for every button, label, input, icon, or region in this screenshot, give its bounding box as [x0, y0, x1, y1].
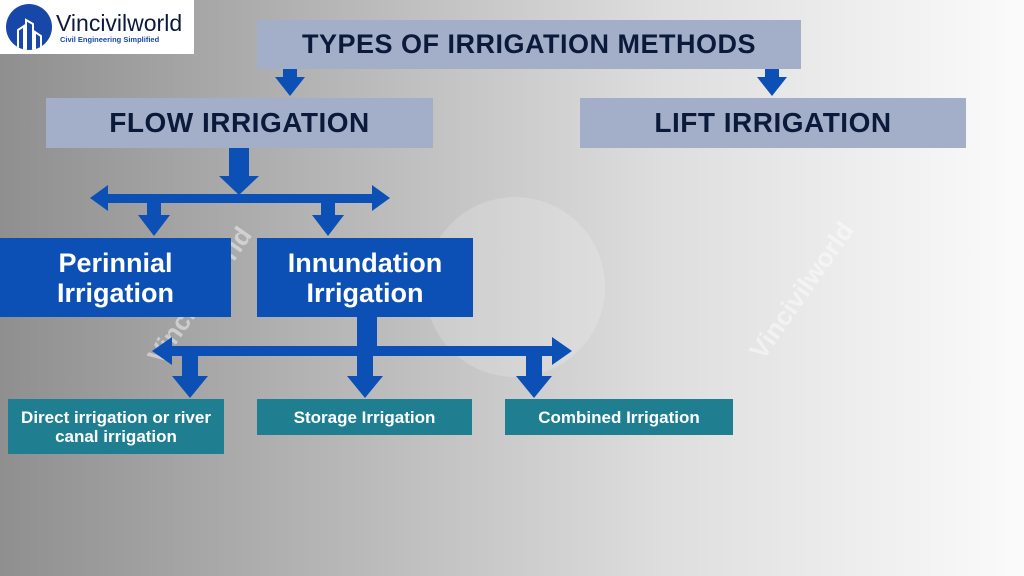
lift-irrigation-node: LIFT IRRIGATION: [580, 98, 966, 148]
arrow-shaft: [765, 69, 779, 79]
arrow-head: [372, 185, 390, 211]
perinnial-irrigation-label: Perinnial Irrigation: [56, 247, 174, 308]
arrow-shaft: [526, 356, 542, 378]
logo-tagline: Civil Engineering Simplified: [60, 34, 160, 44]
arrow-head: [516, 376, 552, 398]
perinnial-irrigation-node: Perinnial Irrigation: [0, 238, 231, 317]
arrow-shaft: [283, 69, 297, 79]
direct-irrigation-node: Direct irrigation or river canal irrigat…: [8, 399, 224, 454]
arrow-shaft: [357, 316, 377, 352]
arrow-head: [552, 337, 572, 365]
storage-irrigation-label: Storage Irrigation: [293, 407, 436, 427]
arrow-head: [90, 185, 108, 211]
combined-irrigation-label: Combined Irrigation: [538, 407, 700, 427]
arrow-head: [312, 215, 344, 236]
root-label: TYPES OF IRRIGATION METHODS: [301, 29, 757, 59]
arrow-shaft: [182, 356, 198, 378]
logo: Vincivilworld Civil Engineering Simplifi…: [0, 0, 194, 54]
arrow-head: [275, 77, 305, 96]
arrow-shaft: [357, 352, 373, 378]
direct-irrigation-label: Direct irrigation or river canal irrigat…: [21, 407, 211, 446]
arrow-head: [757, 77, 787, 96]
storage-irrigation-node: Storage Irrigation: [257, 399, 472, 435]
logo-text: Vincivilworld Civil Engineering Simplifi…: [56, 11, 182, 44]
arrow-head: [152, 337, 172, 365]
building-icon: [6, 4, 52, 50]
arrow-shaft: [321, 203, 335, 217]
innundation-irrigation-node: Innundation Irrigation: [257, 238, 473, 317]
arrow-head: [172, 376, 208, 398]
flow-irrigation-label: FLOW IRRIGATION: [109, 107, 370, 138]
combined-irrigation-node: Combined Irrigation: [505, 399, 733, 435]
arrow-head: [347, 376, 383, 398]
arrow-shaft: [147, 203, 161, 217]
root-node: TYPES OF IRRIGATION METHODS: [257, 20, 801, 69]
innundation-irrigation-label: Innundation Irrigation: [287, 247, 443, 308]
arrow-head: [138, 215, 170, 236]
arrow-shaft: [105, 194, 375, 203]
arrow-shaft: [229, 148, 249, 178]
arrow-shaft: [168, 346, 555, 356]
lift-irrigation-label: LIFT IRRIGATION: [654, 107, 892, 138]
flow-irrigation-node: FLOW IRRIGATION: [46, 98, 433, 148]
logo-name: Vincivilworld: [56, 9, 183, 36]
arrow-head: [219, 176, 259, 195]
